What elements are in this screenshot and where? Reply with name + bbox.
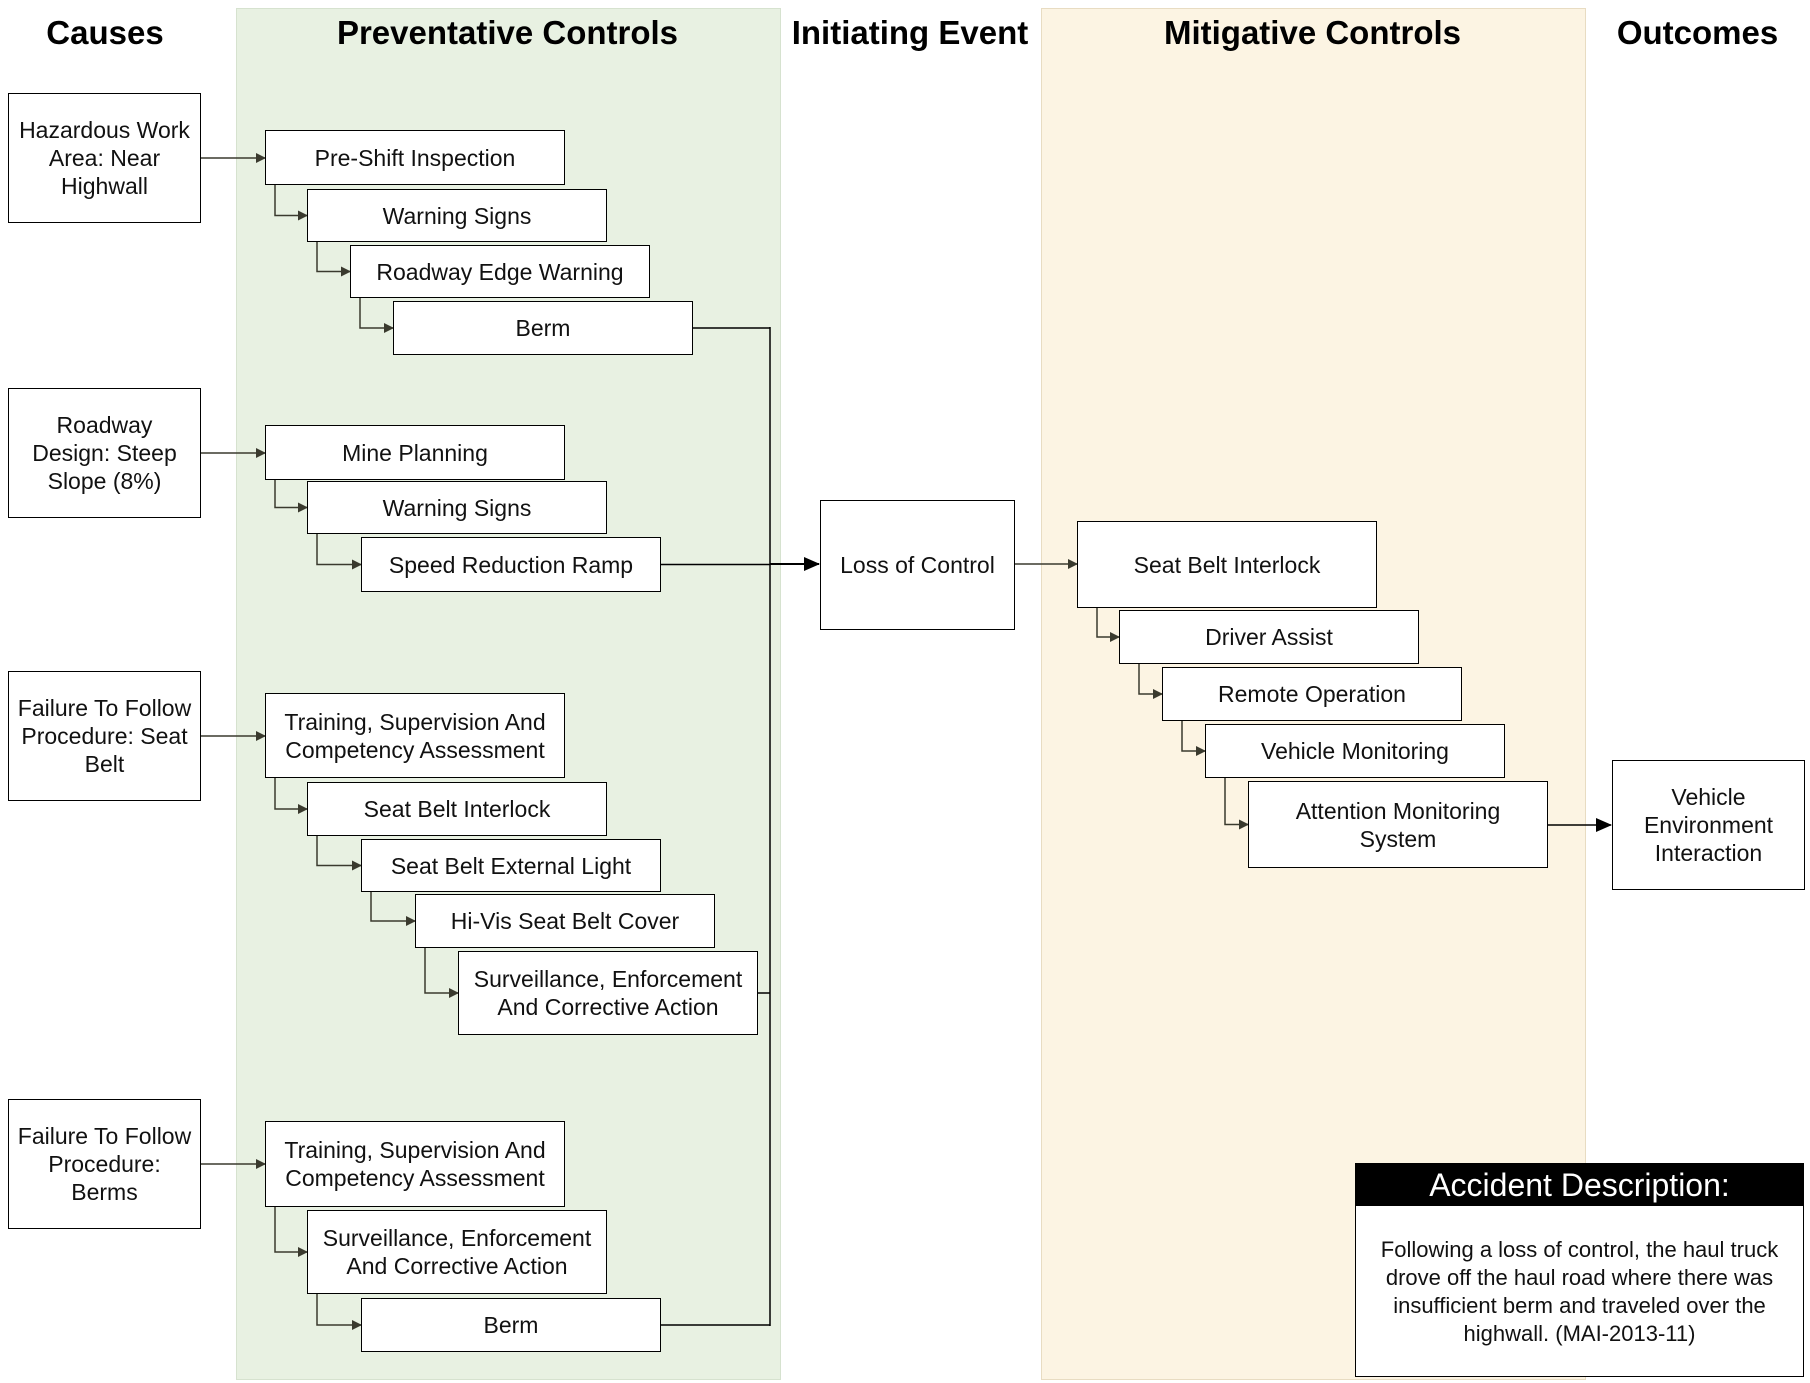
staircase-arrow	[1096, 608, 1120, 642]
staircase-arrow	[274, 185, 308, 221]
cause-box-label: Hazardous Work Area: Near Highwall	[19, 117, 190, 199]
staircase-arrow	[1224, 778, 1249, 830]
staircase-arrow	[370, 892, 416, 926]
preventative-control-box-label: Hi-Vis Seat Belt Cover	[450, 908, 680, 934]
initiating-event-box: Loss of Control	[820, 500, 1015, 630]
preventative-control-box-label: Warning Signs	[382, 202, 532, 229]
preventative-control-box: Speed Reduction Ramp	[361, 537, 661, 592]
staircase-arrow	[274, 1207, 308, 1257]
preventative-control-box-label: Surveillance, Enforcement And Corrective…	[473, 966, 743, 1020]
mitigative-control-box: Vehicle Monitoring	[1205, 724, 1505, 778]
mitigative-controls-header: Mitigative Controls	[1163, 14, 1462, 51]
preventative-control-box-label: Berm	[515, 315, 571, 341]
preventative-control-box-label: Training, Supervision And Competency Ass…	[284, 708, 546, 763]
cause-box-label: Failure To Follow Procedure: Seat Belt	[17, 695, 192, 777]
cause-box: Failure To Follow Procedure: Berms	[8, 1099, 201, 1229]
preventative-control-box-label: Pre-Shift Inspection	[314, 144, 516, 171]
staircase-arrow	[1181, 721, 1206, 756]
mitigative-control-box: Seat Belt Interlock	[1077, 521, 1377, 608]
staircase-arrow	[274, 480, 308, 513]
preventative-control-box-label: Seat Belt Interlock	[363, 796, 551, 822]
preventative-control-box: Seat Belt External Light	[361, 839, 661, 892]
preventative-controls-header: Preventative Controls	[336, 14, 679, 51]
preventative-control-box: Berm	[361, 1298, 661, 1352]
mitigative-control-box-label: Attention Monitoring System	[1295, 797, 1501, 852]
causes-header: Causes	[46, 14, 164, 51]
preventative-control-box-label: Mine Planning	[342, 439, 488, 466]
preventative-control-box: Seat Belt Interlock	[307, 782, 607, 836]
preventative-control-box-label: Roadway Edge Warning	[376, 258, 624, 285]
preventative-control-box-label: Speed Reduction Ramp	[388, 551, 634, 578]
preventative-control-box-label: Surveillance, Enforcement And Corrective…	[322, 1225, 592, 1279]
mitigative-control-box-label: Driver Assist	[1205, 624, 1333, 650]
preventative-control-box: Roadway Edge Warning	[350, 245, 650, 298]
cause-box: Hazardous Work Area: Near Highwall	[8, 93, 201, 223]
preventative-control-box: Training, Supervision And Competency Ass…	[265, 693, 565, 778]
staircase-arrow	[424, 948, 459, 998]
staircase-arrow	[274, 778, 308, 814]
mitigative-control-box: Driver Assist	[1119, 610, 1419, 664]
preventative-control-box: Hi-Vis Seat Belt Cover	[415, 894, 715, 948]
preventative-control-box: Berm	[393, 301, 693, 355]
outcomes-header: Outcomes	[1616, 14, 1779, 51]
outcome-box-label: Vehicle Environment Interaction	[1643, 784, 1774, 866]
mitigative-control-box: Remote Operation	[1162, 667, 1462, 721]
preventative-control-box-label: Berm	[483, 1312, 539, 1338]
accident-description-title: Accident Description:	[1356, 1164, 1803, 1206]
preventative-control-box: Pre-Shift Inspection	[265, 130, 565, 185]
preventative-control-box-label: Seat Belt External Light	[390, 852, 632, 879]
accident-description-panel: Accident Description: Following a loss o…	[1355, 1163, 1804, 1377]
preventative-control-box: Warning Signs	[307, 189, 607, 242]
mitigative-control-box-label: Remote Operation	[1218, 681, 1406, 707]
staircase-arrow	[359, 298, 394, 333]
mitigative-control-box: Attention Monitoring System	[1248, 781, 1548, 868]
preventative-control-box: Surveillance, Enforcement And Corrective…	[458, 951, 758, 1035]
mitigative-control-box-label: Seat Belt Interlock	[1133, 551, 1321, 578]
preventative-control-box-label: Training, Supervision And Competency Ass…	[284, 1137, 546, 1191]
initiating-event-header: Initiating Event	[791, 14, 1029, 51]
staircase-arrow	[316, 242, 351, 277]
staircase-arrow	[1138, 664, 1163, 699]
staircase-arrow	[316, 1294, 362, 1330]
staircase-arrow	[316, 836, 362, 871]
preventative-control-box-label: Warning Signs	[382, 494, 532, 521]
cause-box: Roadway Design: Steep Slope (8%)	[8, 388, 201, 518]
preventative-control-box: Mine Planning	[265, 425, 565, 480]
initiating-event-box-label: Loss of Control	[840, 552, 995, 578]
accident-description-text: Following a loss of control, the haul tr…	[1380, 1237, 1779, 1346]
preventative-control-box: Training, Supervision And Competency Ass…	[265, 1121, 565, 1207]
preventative-control-box: Warning Signs	[307, 481, 607, 534]
cause-box: Failure To Follow Procedure: Seat Belt	[8, 671, 201, 801]
outcome-box: Vehicle Environment Interaction	[1612, 760, 1805, 890]
preventative-control-box: Surveillance, Enforcement And Corrective…	[307, 1210, 607, 1294]
mitigative-control-box-label: Vehicle Monitoring	[1261, 738, 1449, 764]
cause-box-label: Failure To Follow Procedure: Berms	[17, 1123, 192, 1205]
cause-box-label: Roadway Design: Steep Slope (8%)	[32, 412, 177, 494]
staircase-arrow	[316, 534, 362, 570]
